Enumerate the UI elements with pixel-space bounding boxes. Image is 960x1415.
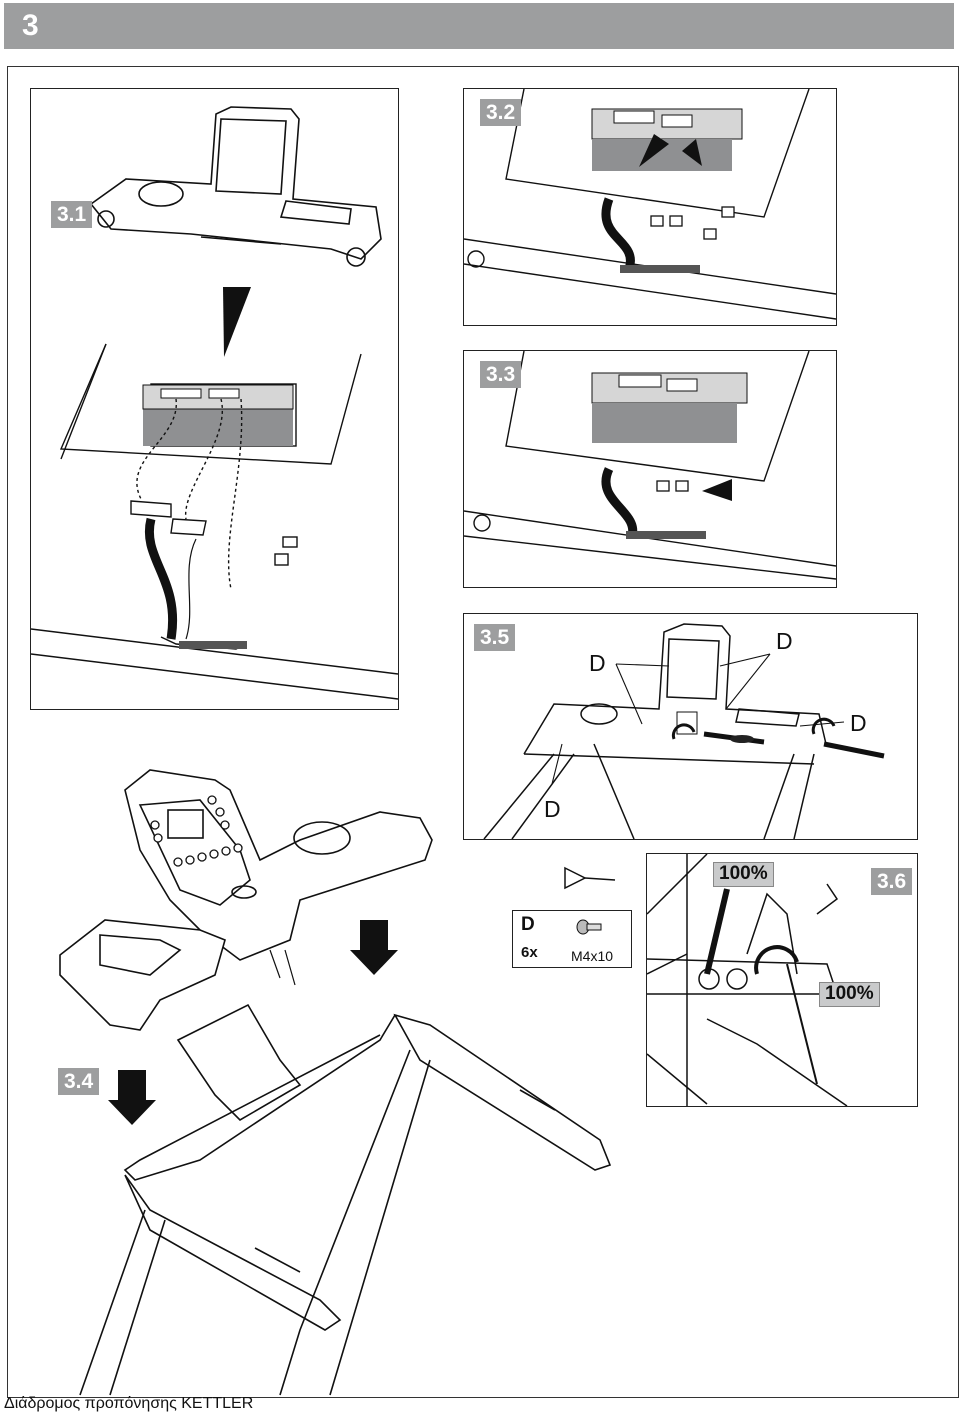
step-3-2-panel: 3.2	[463, 88, 837, 326]
step-label-3-4: 3.4	[58, 1068, 100, 1096]
step-3-1-panel: 3.1	[30, 88, 399, 710]
parts-box: D 6x M4x10	[512, 910, 632, 968]
step-3-2-illustration	[464, 89, 836, 320]
torque-percent-top: 100%	[713, 862, 774, 887]
parts-letter: D	[521, 914, 535, 935]
section-number: 3	[22, 9, 39, 42]
section-header-bar: 3	[4, 3, 954, 49]
step-3-3-illustration	[464, 351, 836, 580]
screw-label-d: D	[776, 628, 793, 654]
arrow-icon	[702, 479, 732, 501]
step-3-5-panel: 3.5 D D D D	[463, 613, 918, 840]
step-3-5-illustration	[483, 623, 885, 839]
arrow-icon	[639, 134, 669, 167]
parts-quantity: 6x	[521, 944, 538, 961]
arrow-down-icon	[223, 287, 251, 357]
step-3-6-illustration	[647, 854, 848, 1106]
screw-label-d: D	[850, 710, 867, 736]
step-3-3-panel: 3.3	[463, 350, 837, 588]
arrow-down-icon	[108, 1070, 156, 1125]
step-3-1-illustration	[31, 106, 398, 700]
screw-label-d: D	[589, 650, 606, 676]
step-label-3-3: 3.3	[480, 361, 522, 389]
torque-percent-bottom: 100%	[819, 982, 880, 1007]
screw-icon	[576, 919, 602, 935]
step-label-3-2: 3.2	[480, 99, 522, 127]
screw-label-d: D	[544, 796, 561, 822]
step-label-3-6: 3.6	[871, 868, 913, 896]
step-3-6-panel: 3.6 100% 100%	[646, 853, 918, 1107]
arrow-down-icon	[350, 920, 398, 975]
page-frame	[7, 66, 959, 1398]
step-label-3-5: 3.5	[474, 624, 516, 652]
footer-text: Διάδρομος προπόνησης KETTLER	[4, 1395, 254, 1412]
arrow-icon	[682, 139, 702, 166]
parts-size: M4x10	[571, 948, 614, 964]
step-label-3-1: 3.1	[51, 201, 93, 229]
